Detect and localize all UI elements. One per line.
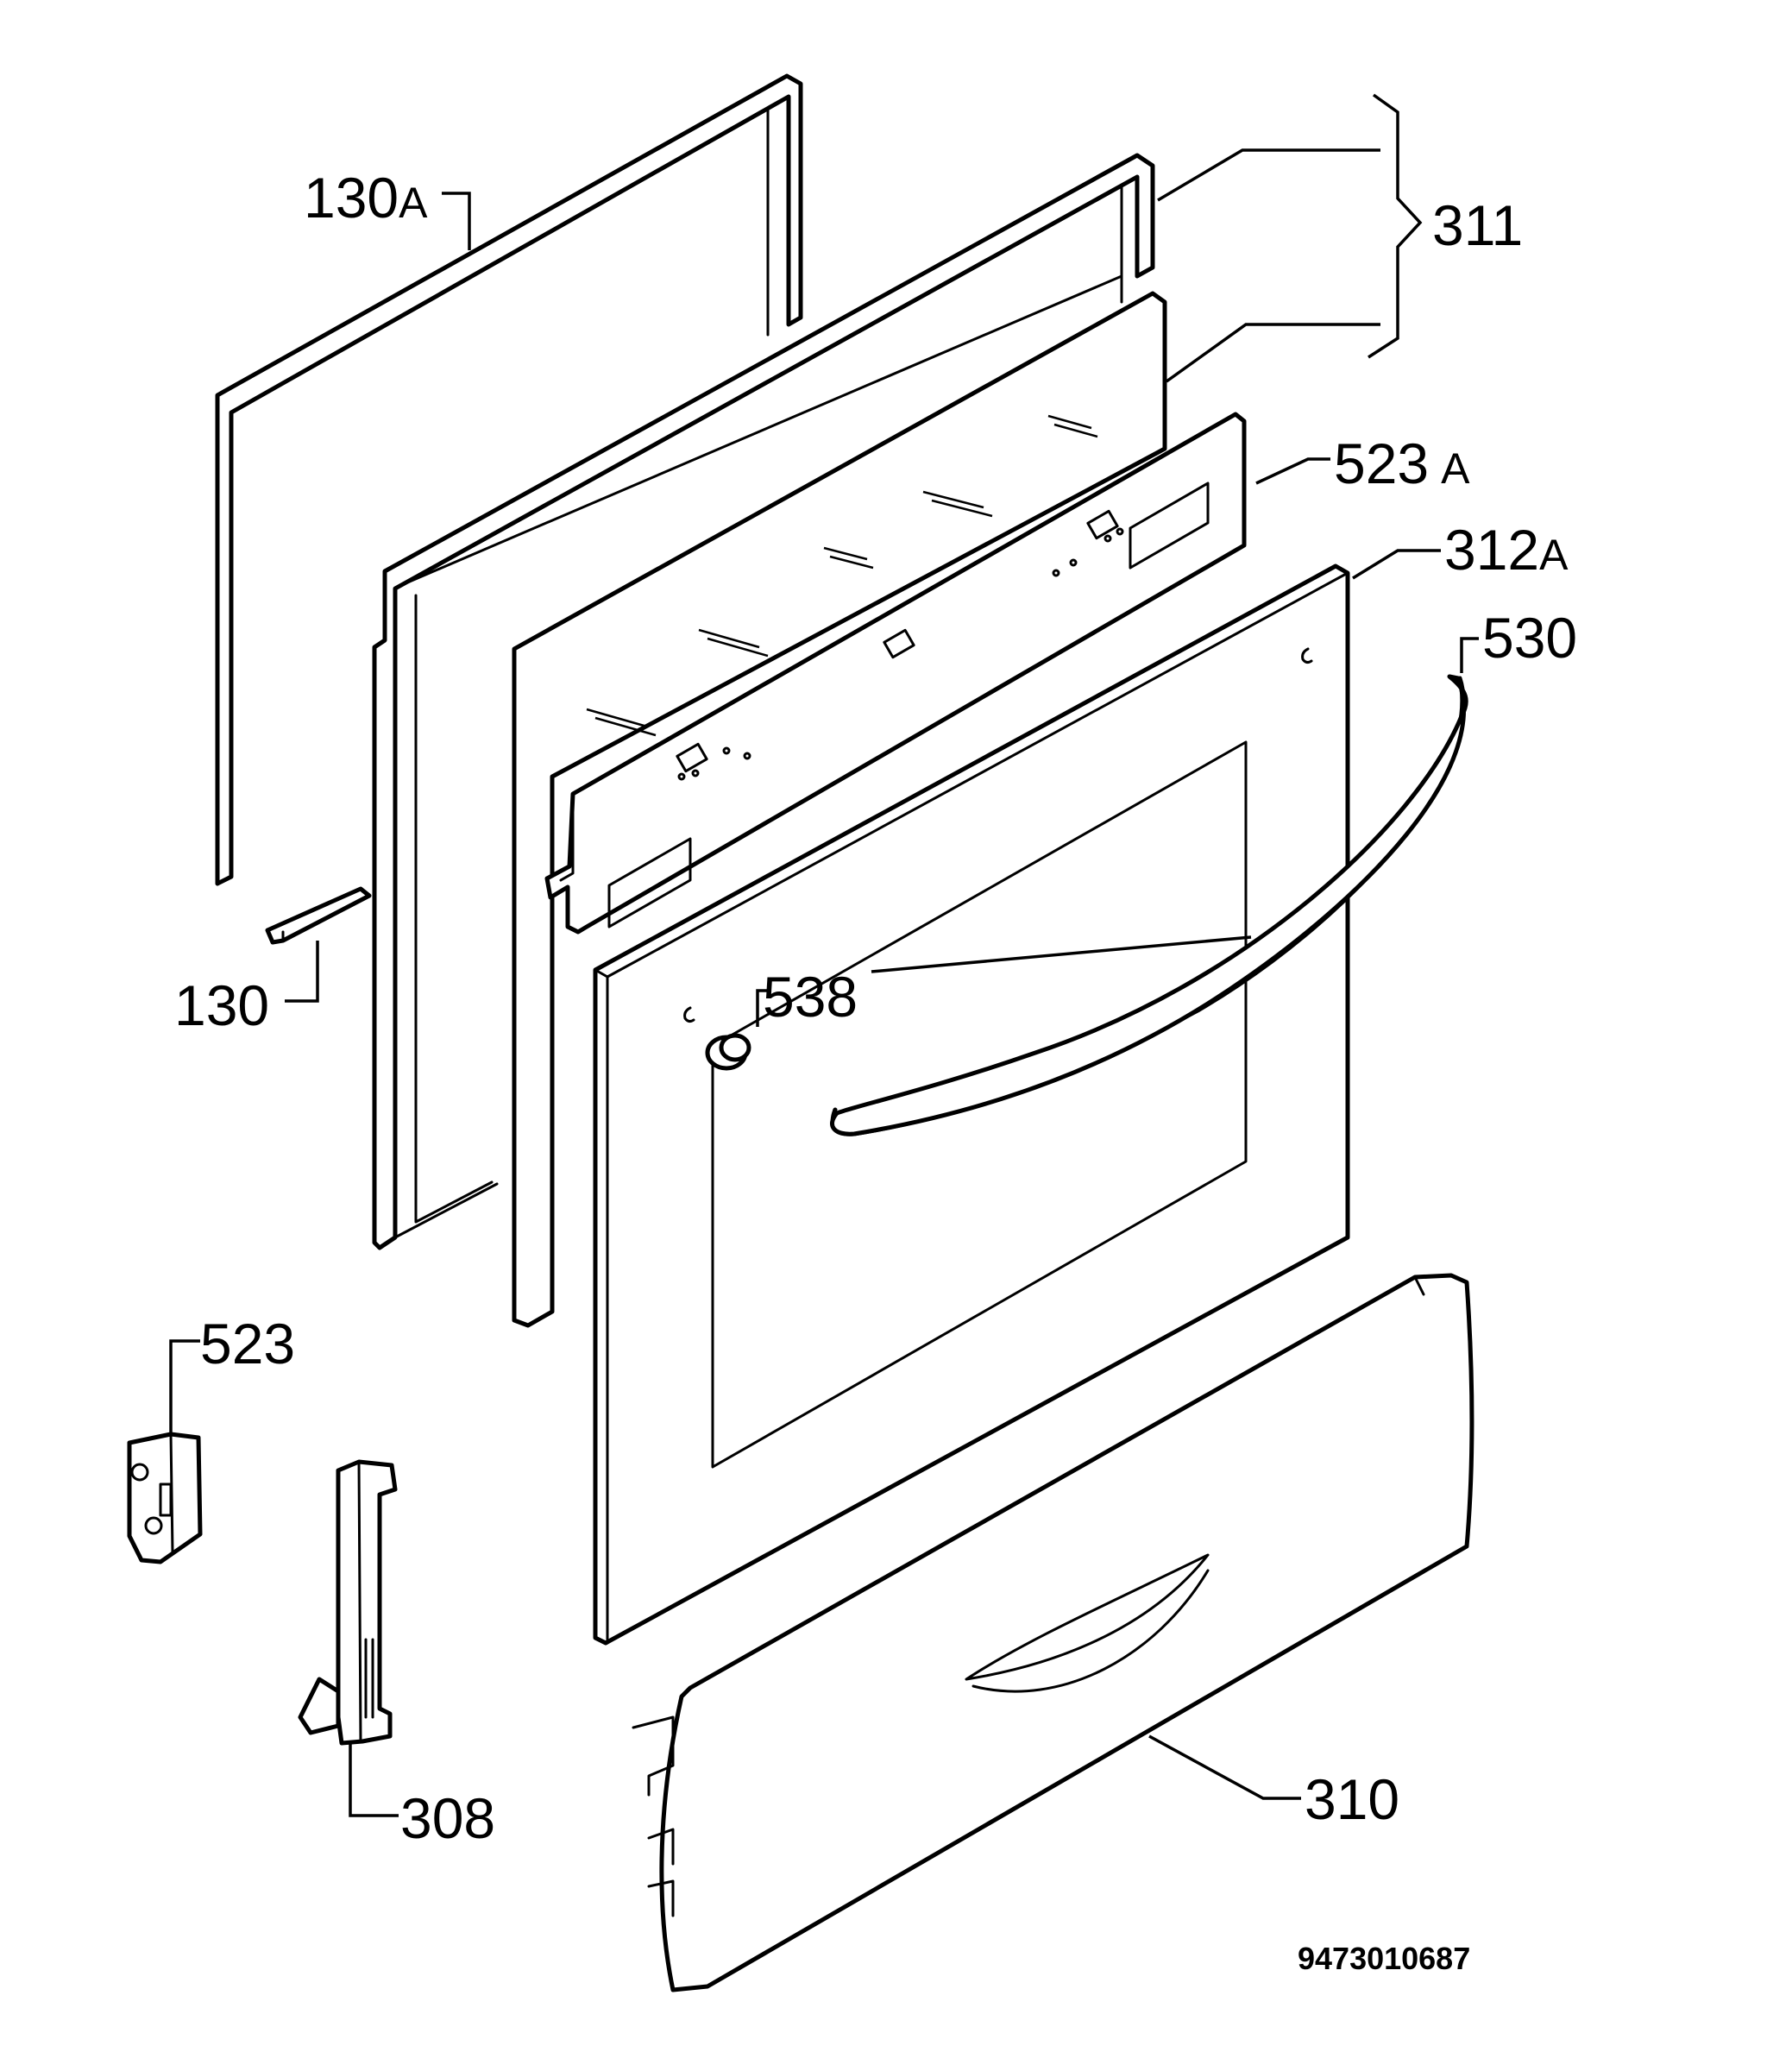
label-523: 523: [200, 1312, 295, 1375]
part-130-gasket-strip: [265, 886, 372, 945]
label-310: 310: [1305, 1767, 1399, 1831]
part-310-drawer-front: [632, 1273, 1474, 1992]
label-538: 538: [763, 965, 858, 1029]
leader-130a: [442, 192, 471, 250]
part-523-hinge: [127, 1432, 203, 1564]
label-308: 308: [400, 1786, 495, 1850]
part-311-inner-glass: [512, 291, 1167, 1328]
part-523a-bracket: [544, 412, 1247, 935]
leader-lines: [169, 93, 1479, 1817]
part-308-slide-lock: [298, 1459, 398, 1746]
label-312a: 312A: [1444, 518, 1569, 582]
leader-311-glass: [871, 935, 1252, 973]
part-538-bushing: [705, 1033, 751, 1071]
leader-523a: [1255, 457, 1330, 485]
part-311-inner-frame: [372, 153, 1155, 1250]
part-130a-gasket-frame: [215, 73, 803, 886]
bracket-311: [1368, 93, 1423, 359]
label-130: 130: [174, 973, 269, 1037]
figure-number: 9473010687: [1298, 1941, 1470, 1976]
label-530: 530: [1482, 606, 1577, 670]
leader-538: [756, 989, 768, 1027]
leader-310: [1148, 1734, 1301, 1800]
leader-311-lower: [1165, 323, 1380, 383]
leader-311-upper: [1157, 148, 1380, 202]
leader-530: [1460, 637, 1479, 673]
part-530-handle: [830, 674, 1468, 1136]
leader-130: [285, 941, 319, 1003]
label-130a: 130A: [304, 166, 428, 230]
leader-312a: [1352, 549, 1441, 580]
leader-308: [349, 1741, 399, 1817]
label-311: 311: [1432, 193, 1523, 257]
leader-523: [169, 1339, 200, 1434]
